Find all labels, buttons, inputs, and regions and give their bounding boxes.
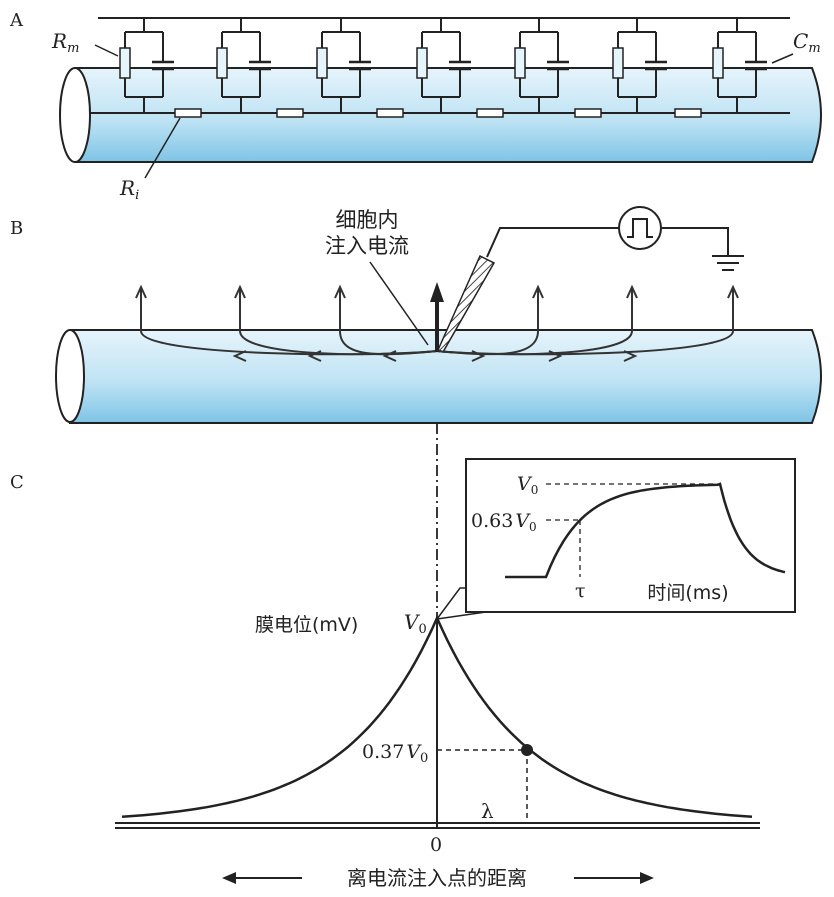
callout-line-bottom: [436, 611, 487, 620]
rc-unit: [514, 18, 569, 113]
membrane-resistor: [514, 47, 526, 79]
axial-resistor: [476, 108, 504, 118]
panel-c-label: C: [10, 472, 24, 493]
cm-label: Cm: [793, 29, 821, 56]
ground-icon: [712, 255, 744, 271]
membrane-resistor: [612, 47, 624, 79]
axial-resistors: [174, 108, 702, 118]
axial-resistor: [674, 108, 702, 118]
panel-a-label: A: [9, 10, 24, 31]
y-axis-label: 膜电位(mV): [255, 614, 358, 636]
ground-wire: [661, 227, 729, 255]
current-flow-arrows: [135, 284, 739, 362]
rc-unit: [216, 18, 271, 113]
inset-tau-label: τ: [575, 580, 586, 602]
lambda-point: [521, 744, 533, 756]
x-axis-arrow: [222, 872, 654, 884]
injection-label-line1: 细胞内: [336, 208, 399, 232]
rc-unit: [119, 18, 174, 113]
membrane-resistor: [712, 47, 724, 79]
current-flow-line: [436, 288, 734, 356]
cm-pointer: [771, 53, 794, 64]
injection-arrow: [430, 282, 444, 352]
ri-pointer: [144, 117, 181, 179]
rc-unit: [612, 18, 667, 113]
stimulator-wire: [486, 227, 620, 258]
stimulator-icon: [618, 206, 662, 250]
ri-label: Ri: [119, 176, 139, 203]
v0-label: V0: [404, 610, 427, 637]
rc-unit: [416, 18, 471, 113]
membrane-resistor: [216, 47, 228, 79]
rc-unit: [316, 18, 371, 113]
rm-pointer: [94, 44, 119, 57]
membrane-resistor: [119, 47, 131, 79]
injection-pointer: [369, 261, 429, 346]
x-axis-label: 离电流注入点的距离: [347, 866, 527, 890]
membrane-resistor: [316, 47, 328, 79]
axial-resistor: [376, 108, 404, 118]
membrane-rc-units: [119, 18, 767, 113]
axial-resistor: [174, 108, 202, 118]
square-pulse-icon: [627, 218, 653, 238]
origin-label: 0: [430, 834, 442, 856]
callout-line-top: [436, 587, 468, 620]
inset-v0-label: V0: [517, 473, 538, 497]
panel-b-label: B: [10, 218, 23, 239]
membrane-resistor: [416, 47, 428, 79]
inset-time-label: 时间(ms): [647, 582, 728, 604]
lambda-label: λ: [481, 799, 494, 823]
inset-response-curve: [505, 482, 786, 579]
panel-a: A Rm Cm Ri: [9, 10, 822, 203]
inset-frame: [465, 458, 796, 613]
axial-resistor: [276, 108, 304, 118]
axial-resistor: [574, 108, 602, 118]
current-flow-line: [339, 288, 438, 356]
panel-b: B 细胞内 注入电流: [10, 206, 822, 424]
rm-label: Rm: [51, 29, 79, 56]
rc-unit: [712, 18, 767, 113]
panel-a-cable: [59, 67, 822, 163]
injection-label-line2: 注入电流: [325, 234, 409, 258]
